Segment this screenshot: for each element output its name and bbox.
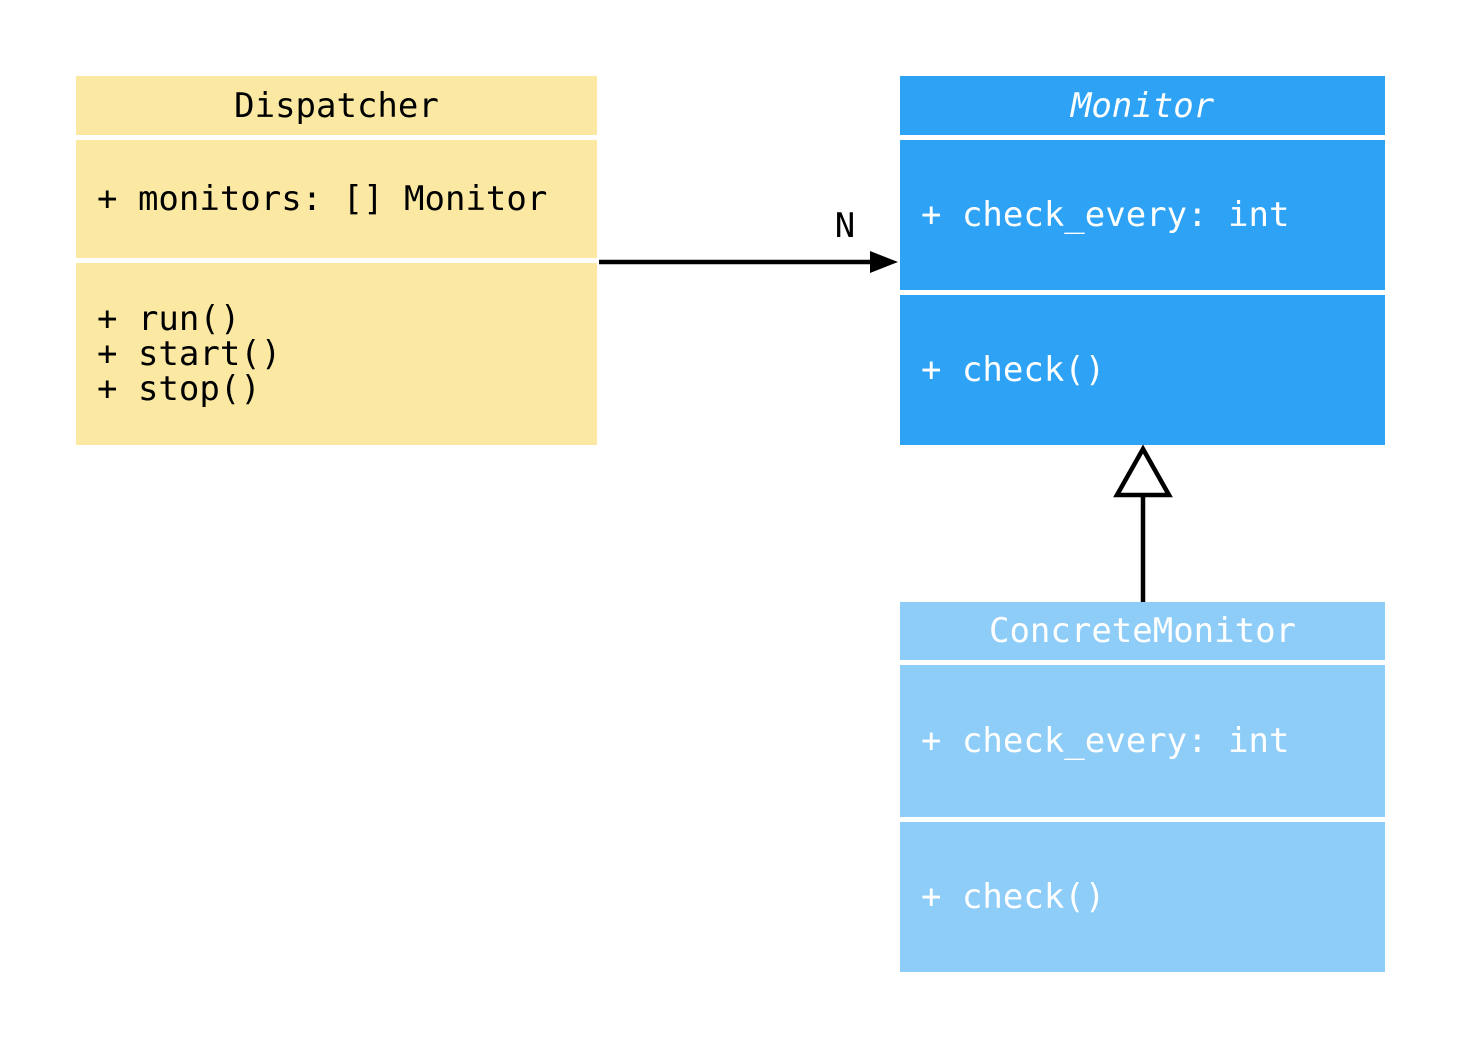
class-methods-compartment-monitor: + check()	[900, 295, 1385, 445]
class-attributes-compartment-concrete-monitor: + check_every: int	[900, 665, 1385, 817]
attribute-monitors: + monitors: [] Monitor	[97, 178, 548, 219]
class-name-monitor: Monitor	[1070, 85, 1215, 126]
method-run: + run()	[97, 298, 241, 339]
class-box-dispatcher: Dispatcher + monitors: [] Monitor + run(…	[76, 76, 597, 445]
class-title-compartment-concrete-monitor: ConcreteMonitor	[900, 602, 1385, 660]
method-stop: + stop()	[97, 368, 261, 409]
class-methods-compartment-dispatcher: + run() + start() + stop()	[76, 263, 597, 445]
class-box-concrete-monitor: ConcreteMonitor + check_every: int + che…	[900, 602, 1385, 972]
inheritance-triangle-icon	[1113, 444, 1173, 498]
method-check: + check()	[921, 876, 1106, 917]
multiplicity-label: N	[834, 206, 856, 246]
attribute-check-every: + check_every: int	[921, 720, 1290, 761]
class-title-compartment-dispatcher: Dispatcher	[76, 76, 597, 135]
class-attributes-compartment-monitor: + check_every: int	[900, 140, 1385, 290]
class-box-monitor: Monitor + check_every: int + check()	[900, 76, 1385, 445]
method-start: + start()	[97, 333, 282, 374]
class-name-concrete-monitor: ConcreteMonitor	[988, 611, 1297, 651]
class-attributes-compartment-dispatcher: + monitors: [] Monitor	[76, 140, 597, 258]
class-methods-compartment-concrete-monitor: + check()	[900, 822, 1385, 972]
class-name-dispatcher: Dispatcher	[234, 85, 439, 126]
method-check: + check()	[921, 349, 1106, 390]
attribute-check-every: + check_every: int	[921, 194, 1290, 235]
association-arrowhead-icon	[870, 251, 898, 273]
class-title-compartment-monitor: Monitor	[900, 76, 1385, 135]
